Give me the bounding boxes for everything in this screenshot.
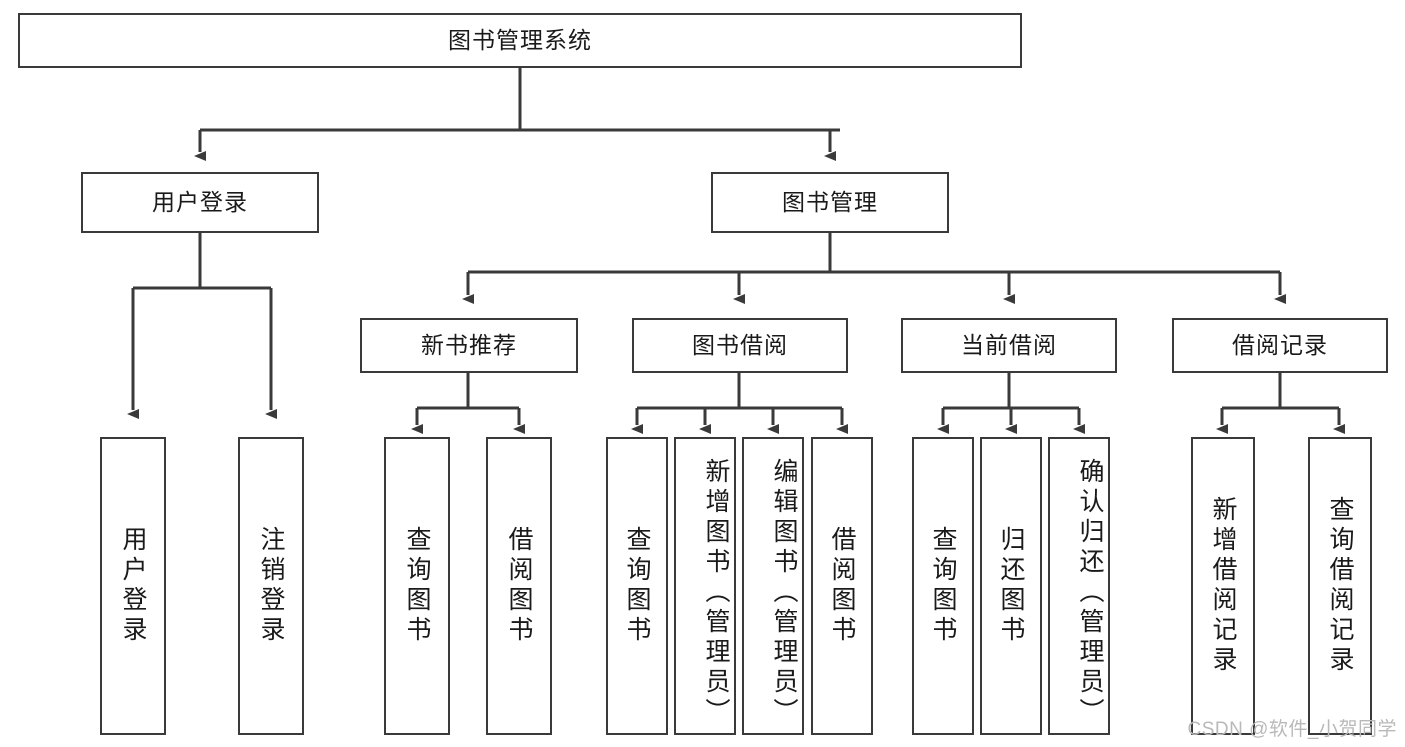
leaf-borrow-record-add-record[interactable]: 新增借阅记录: [1191, 437, 1255, 735]
node-new-book-recommend[interactable]: 新书推荐: [360, 318, 578, 373]
node-user-login[interactable]: 用户登录: [81, 172, 319, 233]
node-root-book-management-system[interactable]: 图书管理系统: [18, 13, 1022, 68]
node-borrow-record[interactable]: 借阅记录: [1172, 318, 1388, 373]
leaf-current-borrow-query-books[interactable]: 查询图书: [912, 437, 974, 735]
node-book-borrow[interactable]: 图书借阅: [632, 318, 848, 373]
leaf-new-book-borrow-books[interactable]: 借阅图书: [486, 437, 552, 735]
leaf-borrow-record-query-record[interactable]: 查询借阅记录: [1308, 437, 1372, 735]
csdn-watermark: CSDN @软件_小贺同学: [1187, 719, 1397, 740]
leaf-current-borrow-confirm-return-admin[interactable]: 确认归还（管理员）: [1048, 437, 1110, 735]
node-current-borrow[interactable]: 当前借阅: [901, 318, 1117, 373]
leaf-book-borrow-add-book-admin[interactable]: 新增图书（管理员）: [674, 437, 736, 735]
leaf-book-borrow-query-books[interactable]: 查询图书: [606, 437, 668, 735]
leaf-new-book-query-books[interactable]: 查询图书: [384, 437, 450, 735]
node-book-management[interactable]: 图书管理: [711, 172, 949, 233]
leaf-book-borrow-borrow-books[interactable]: 借阅图书: [811, 437, 873, 735]
leaf-user-login-signin[interactable]: 用户登录: [100, 437, 166, 735]
leaf-book-borrow-edit-book-admin[interactable]: 编辑图书（管理员）: [742, 437, 804, 735]
leaf-user-login-logout[interactable]: 注销登录: [238, 437, 304, 735]
leaf-current-borrow-return-books[interactable]: 归还图书: [980, 437, 1042, 735]
